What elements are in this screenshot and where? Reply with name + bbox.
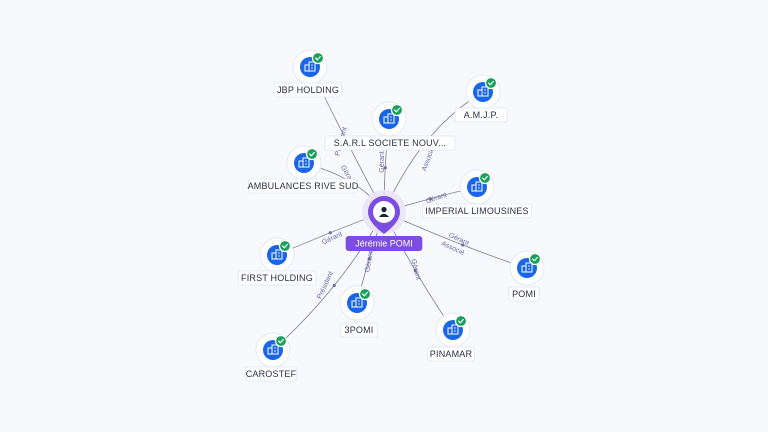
edge-relation-label: Gérant [409, 258, 421, 281]
company-name-label: PINAMAR [430, 349, 473, 359]
company-node-carostef[interactable]: CAROSTEF [244, 332, 298, 382]
company-name-label: 3POMI [344, 325, 373, 335]
edge-arrow [332, 283, 336, 288]
company-label-bg [427, 346, 475, 362]
company-label-bg [340, 322, 378, 338]
company-name-label: AMBULANCES RIVE SUD [248, 181, 359, 191]
center-person-name: Jérémie POMI [355, 239, 413, 249]
edge-arrow [428, 197, 432, 201]
company-name-label: CAROSTEF [246, 369, 297, 379]
center-label-bg [345, 236, 423, 251]
edge-arrow [413, 268, 417, 273]
company-label-bg [508, 286, 540, 302]
check-badge-icon [358, 287, 372, 301]
company-name-label: POMI [512, 289, 536, 299]
edge-arrow [367, 257, 371, 261]
edge-relation-label: Gérant [321, 231, 343, 246]
edge-arrow [383, 166, 387, 170]
company-node-amjp[interactable]: A.M.J.P. [454, 74, 508, 123]
edge-relation-label: Associé [421, 147, 436, 173]
company-name-label: IMPERIAL LIMOUSINES [425, 206, 529, 216]
nodes-layer: JBP HOLDING S.A.R.L SOCIETE NOUV... A.M.J.… [237, 49, 545, 382]
company-label-bg [273, 82, 343, 98]
company-label-bg [244, 366, 298, 382]
edge-relation-label: Gérant [425, 192, 448, 206]
edge-arrow [328, 231, 332, 235]
edge-arrow [461, 243, 465, 247]
company-node-pinamar[interactable]: PINAMAR [427, 312, 475, 362]
company-label-bg [324, 135, 456, 151]
company-name-label: S.A.R.L SOCIETE NOUV... [334, 138, 446, 148]
company-node-ambulances[interactable]: AMBULANCES RIVE SUD [248, 145, 359, 194]
company-label-bg [422, 203, 532, 219]
check-badge-icon [454, 314, 468, 328]
center-person-node[interactable]: Jérémie POMI [345, 190, 423, 251]
company-node-3pomi[interactable]: 3POMI [339, 285, 378, 338]
check-badge-icon [311, 51, 325, 65]
check-badge-icon [278, 239, 292, 253]
company-node-first[interactable]: FIRST HOLDING [237, 237, 317, 286]
edge-relation-label: Gérant [379, 151, 386, 172]
check-badge-icon [274, 334, 288, 348]
company-name-label: A.M.J.P. [464, 110, 498, 120]
edge-relation-label: Gérant [364, 251, 375, 273]
company-name-label: FIRST HOLDING [241, 273, 313, 283]
check-badge-icon [478, 171, 492, 185]
company-node-imperial[interactable]: IMPERIAL LIMOUSINES [422, 169, 532, 219]
company-node-sarl[interactable]: S.A.R.L SOCIETE NOUV... [324, 101, 456, 151]
company-label-bg [248, 178, 358, 194]
company-name-label: JBP HOLDING [277, 85, 339, 95]
check-badge-icon [305, 147, 319, 161]
company-label-bg [454, 107, 508, 123]
check-badge-icon [390, 103, 404, 117]
check-badge-icon [484, 76, 498, 90]
person-icon [379, 206, 389, 217]
company-node-pomi[interactable]: POMI [508, 250, 545, 302]
company-label-bg [237, 270, 317, 286]
company-node-jbp[interactable]: JBP HOLDING [273, 49, 343, 98]
check-badge-icon [528, 252, 542, 266]
